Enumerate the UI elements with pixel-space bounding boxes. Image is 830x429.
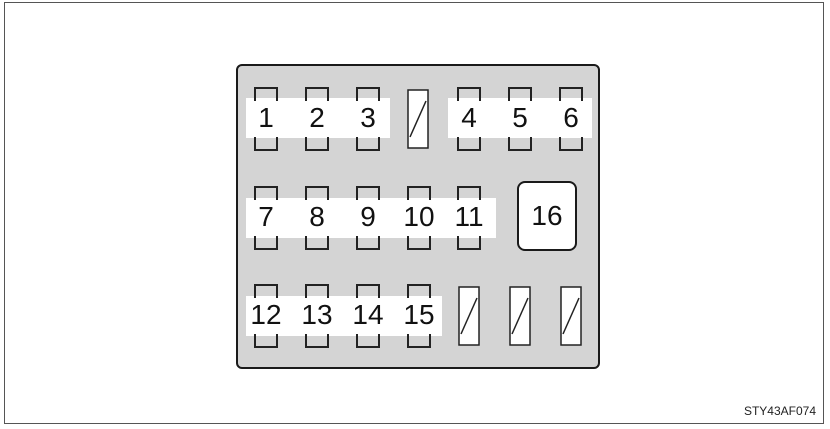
fuse-15: 15 (403, 284, 435, 348)
fuse-terminal-top (356, 284, 380, 298)
fuse-number: 15 (403, 299, 435, 330)
fuse-terminal-bottom (407, 334, 431, 348)
label-strip-row3 (246, 296, 442, 336)
fuse-number: 11 (454, 201, 484, 232)
fuse-terminal-bottom (254, 236, 278, 250)
fuse-12: 12 (250, 284, 282, 348)
fuse-terminal-top (356, 87, 380, 101)
fuse-number: 14 (352, 299, 384, 330)
fuse-terminal-bottom (559, 137, 583, 151)
figure-code: STY43AF074 (743, 404, 816, 418)
fuse-terminal-bottom (254, 137, 278, 151)
fuse-terminal-top (407, 186, 431, 200)
fuse-terminal-top (254, 284, 278, 298)
fuse-terminal-top (305, 186, 329, 200)
fuse-terminal-bottom (356, 334, 380, 348)
fuse-9: 9 (356, 186, 380, 250)
fuse-4: 4 (457, 87, 481, 151)
fuse-terminal-top (254, 186, 278, 200)
fuse-terminal-top (356, 186, 380, 200)
spare-slot-icon (458, 286, 480, 346)
relay-16: 16 (517, 181, 577, 251)
fuse-14: 14 (352, 284, 384, 348)
fuse-terminal-top (254, 87, 278, 101)
fuse-1: 1 (254, 87, 278, 151)
fuse-terminal-bottom (457, 137, 481, 151)
fuse-terminal-bottom (305, 236, 329, 250)
fuse-number: 9 (360, 201, 376, 232)
fuse-7: 7 (254, 186, 278, 250)
fuse-terminal-bottom (457, 236, 481, 250)
fuse-11: 11 (454, 186, 484, 250)
fuse-2: 2 (305, 87, 329, 151)
fuse-terminal-top (305, 87, 329, 101)
fuse-8: 8 (305, 186, 329, 250)
fuse-number: 8 (309, 201, 325, 232)
fuse-13: 13 (301, 284, 333, 348)
fuse-number: 2 (309, 102, 325, 133)
label-strip-row1-right (448, 98, 592, 138)
fuse-terminal-bottom (305, 334, 329, 348)
fuse-terminal-top (457, 186, 481, 200)
label-strip-row1-left (246, 98, 390, 138)
spare-slot-icon (560, 286, 582, 346)
fuse-6: 6 (559, 87, 583, 151)
fuse-5: 5 (508, 87, 532, 151)
fuse-number: 5 (512, 102, 528, 133)
fuse-10: 10 (403, 186, 435, 250)
fuse-terminal-bottom (254, 334, 278, 348)
fuse-terminal-top (508, 87, 532, 101)
fuse-terminal-bottom (356, 137, 380, 151)
fuse-terminal-bottom (356, 236, 380, 250)
fuse-number: 6 (563, 102, 579, 133)
fuse-number: 4 (461, 102, 477, 133)
fuse-number: 12 (250, 299, 282, 330)
fuse-terminal-top (457, 87, 481, 101)
fuse-terminal-top (559, 87, 583, 101)
fuse-number: 3 (360, 102, 376, 133)
label-strip-row2 (246, 198, 496, 238)
fuse-terminal-top (305, 284, 329, 298)
spare-slot-icon (509, 286, 531, 346)
fuse-number: 10 (403, 201, 435, 232)
fuse-terminal-bottom (305, 137, 329, 151)
fuse-number: 7 (258, 201, 274, 232)
spare-slot-icon (407, 89, 429, 149)
fuse-terminal-bottom (508, 137, 532, 151)
fuse-terminal-bottom (407, 236, 431, 250)
fuse-terminal-top (407, 284, 431, 298)
fuse-number: 1 (258, 102, 274, 133)
fuse-3: 3 (356, 87, 380, 151)
fuse-number: 13 (301, 299, 333, 330)
